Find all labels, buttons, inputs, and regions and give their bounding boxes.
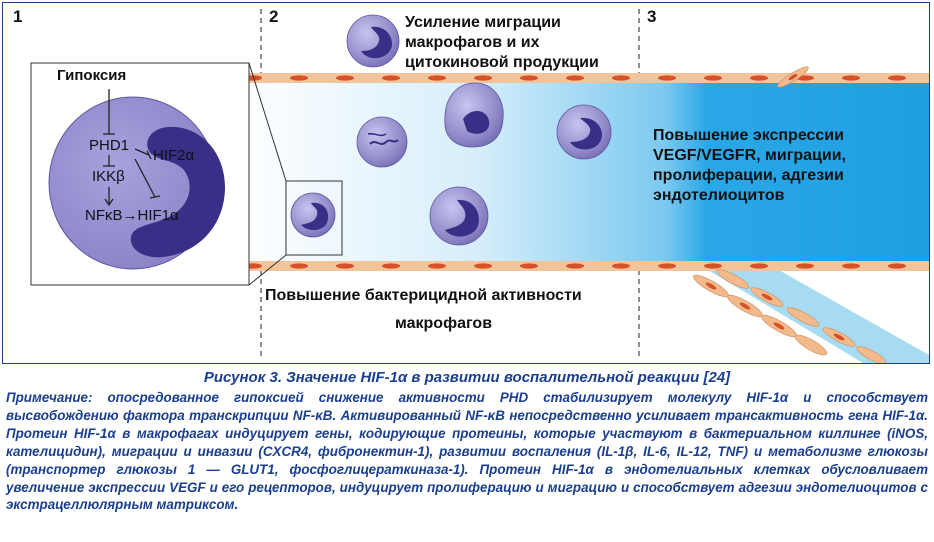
endothelial-nucleus xyxy=(474,75,492,81)
endothelial-nucleus xyxy=(888,263,906,269)
vessel-macrophages xyxy=(290,14,612,246)
zoom-line xyxy=(248,254,287,286)
vessel-branch-lumen xyxy=(693,261,929,363)
inset-macrophage xyxy=(48,96,225,270)
nfkb-hif1a-label: NFκB→HIF1α xyxy=(85,207,179,224)
macrophage xyxy=(290,192,336,238)
bactericidal-label-line1: Повышение бактерицидной активности xyxy=(265,287,582,304)
endothelial-nucleus xyxy=(750,263,768,269)
endothelial-nucleus xyxy=(290,75,308,81)
endothelial-nucleus xyxy=(612,263,630,269)
macrophage xyxy=(429,186,489,246)
endothelial-nucleus xyxy=(382,75,400,81)
macrophage xyxy=(556,104,612,160)
endothelial-nucleus xyxy=(566,263,584,269)
panel-number-3: 3 xyxy=(647,7,657,26)
signalling-lines xyxy=(103,89,161,207)
inflammation-diagram xyxy=(30,9,929,363)
endothelial-nucleus xyxy=(704,263,722,269)
endothelial-nucleus xyxy=(520,75,538,81)
figure-caption-note: Примечание: опосредованное гипоксией сни… xyxy=(6,390,928,513)
endothelial-nucleus xyxy=(612,75,630,81)
figure-panel: 1 2 3 Гипоксия PHD1 HIF2α IKKβ NFκB→HIF1… xyxy=(2,2,930,364)
endothelial-nucleus xyxy=(290,263,308,269)
endothelial-nucleus xyxy=(658,75,676,81)
inset-nucleus xyxy=(130,126,225,258)
endothelial-nucleus xyxy=(428,75,446,81)
endothelial-nucleus xyxy=(842,263,860,269)
panel-number-2: 2 xyxy=(269,7,279,26)
migration-label: Усиление миграции макрофагов и их цитоки… xyxy=(405,14,599,71)
endothelial-nucleus xyxy=(520,263,538,269)
macrophage xyxy=(346,14,400,68)
zoom-line xyxy=(248,62,287,182)
ikkb-label: IKKβ xyxy=(92,168,125,185)
macrophage xyxy=(444,82,504,148)
expression-label: Повышение экспрессии VEGF/VEGFR, миграци… xyxy=(653,127,846,204)
hypoxia-label: Гипоксия xyxy=(57,67,127,84)
endothelial-nucleus xyxy=(382,263,400,269)
hif2a-label: HIF2α xyxy=(153,147,195,164)
figure-caption-title: Рисунок 3. Значение HIF-1α в развитии во… xyxy=(203,369,731,386)
endothelial-nuclei xyxy=(244,75,906,269)
branch-nuclei xyxy=(705,73,845,341)
bactericidal-label-line2: макрофагов xyxy=(395,315,493,332)
zoom-box xyxy=(285,180,343,256)
endothelial-nucleus xyxy=(336,263,354,269)
endothelial-nucleus xyxy=(704,75,722,81)
endothelial-nucleus xyxy=(474,263,492,269)
endothelial-nucleus xyxy=(842,75,860,81)
endothelial-nucleus xyxy=(336,75,354,81)
endothelial-nucleus xyxy=(750,75,768,81)
endothelial-nucleus xyxy=(796,263,814,269)
endothelial-nucleus xyxy=(566,75,584,81)
endothelial-nucleus xyxy=(658,263,676,269)
phd1-label: PHD1 xyxy=(89,137,130,154)
endothelial-nucleus xyxy=(428,263,446,269)
panel-number-1: 1 xyxy=(13,7,23,26)
endothelial-nucleus xyxy=(888,75,906,81)
macrophage xyxy=(356,116,408,168)
